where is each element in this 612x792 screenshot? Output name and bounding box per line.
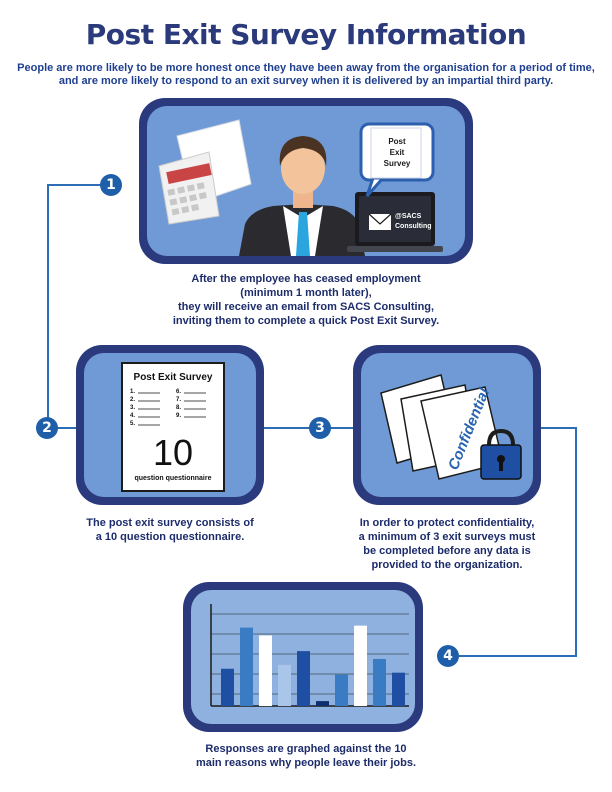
step-3-caption: In order to protect confidentiality, a m…: [358, 517, 536, 571]
svg-text:2.: 2.: [130, 397, 135, 403]
chart-bar: [354, 625, 367, 706]
confidential-documents-icon: Confidential: [380, 374, 504, 480]
chart-bar: [240, 627, 253, 706]
step-4-caption: Responses are graphed against the 10 mai…: [195, 743, 417, 769]
connector-3-right: [540, 427, 576, 429]
page-title: Post Exit Survey Information: [85, 18, 527, 51]
bar-chart-illustration: [210, 604, 409, 707]
chart-bar: [221, 668, 234, 706]
svg-text:question questionnaire: question questionnaire: [134, 475, 211, 482]
step-1-illustration: @SACS Consulting Post Exit Survey: [158, 119, 443, 256]
employee-figure: [239, 136, 365, 256]
svg-text:3.: 3.: [130, 405, 135, 411]
padlock-icon: [480, 428, 522, 480]
svg-text:Post: Post: [388, 137, 406, 146]
svg-text:4.: 4.: [130, 413, 135, 419]
step-3-badge: 3: [309, 417, 331, 439]
page-subtitle: People are more likely to be more honest…: [17, 62, 595, 87]
connector-1-vertical: [47, 184, 49, 428]
chart-bar: [392, 672, 405, 706]
chart-bar: [297, 651, 310, 706]
step-1-badge: 1: [100, 174, 122, 196]
chart-bar: [316, 701, 329, 706]
step-2-badge: 2: [36, 417, 58, 439]
svg-text:Consulting: Consulting: [395, 223, 432, 230]
svg-text:1.: 1.: [130, 389, 135, 395]
speech-bubble-icon: Post Exit Survey: [359, 122, 435, 197]
connector-1-horizontal: [47, 184, 101, 186]
calendar-page-icon: [158, 119, 252, 225]
svg-text:7.: 7.: [176, 397, 181, 403]
chart-bar: [335, 674, 348, 706]
svg-text:Exit: Exit: [390, 148, 405, 157]
step-3-panel: Confidential: [353, 345, 541, 505]
step-1-panel: @SACS Consulting Post Exit Survey: [139, 98, 473, 264]
svg-text:8.: 8.: [176, 405, 181, 411]
svg-text:Survey: Survey: [384, 159, 411, 168]
chart-bar: [259, 635, 272, 706]
step-2-illustration: Post Exit Survey 1. 2. 3. 4. 5. 6. 7. 8.…: [121, 362, 225, 492]
questionnaire-sheet-icon: Post Exit Survey 1. 2. 3. 4. 5. 6. 7. 8.…: [121, 362, 225, 492]
step-4-panel: [183, 582, 423, 732]
chart-bar: [278, 664, 291, 706]
chart-bar: [373, 658, 386, 706]
step-2-caption: The post exit survey consists of a 10 qu…: [86, 517, 254, 543]
svg-text:Post Exit Survey: Post Exit Survey: [134, 372, 213, 383]
step-1-caption: After the employee has ceased employment…: [172, 273, 440, 327]
svg-text:10: 10: [153, 432, 193, 473]
svg-text:6.: 6.: [176, 389, 181, 395]
step-3-illustration: Confidential: [380, 374, 522, 480]
svg-text:9.: 9.: [176, 413, 181, 419]
svg-text:@SACS: @SACS: [395, 213, 422, 220]
connector-3-vertical: [575, 427, 577, 657]
svg-text:5.: 5.: [130, 421, 135, 427]
connector-4-horizontal: [455, 655, 577, 657]
laptop-icon: @SACS Consulting: [347, 192, 443, 252]
step-4-badge: 4: [437, 645, 459, 667]
step-2-panel: Post Exit Survey 1. 2. 3. 4. 5. 6. 7. 8.…: [76, 345, 264, 505]
